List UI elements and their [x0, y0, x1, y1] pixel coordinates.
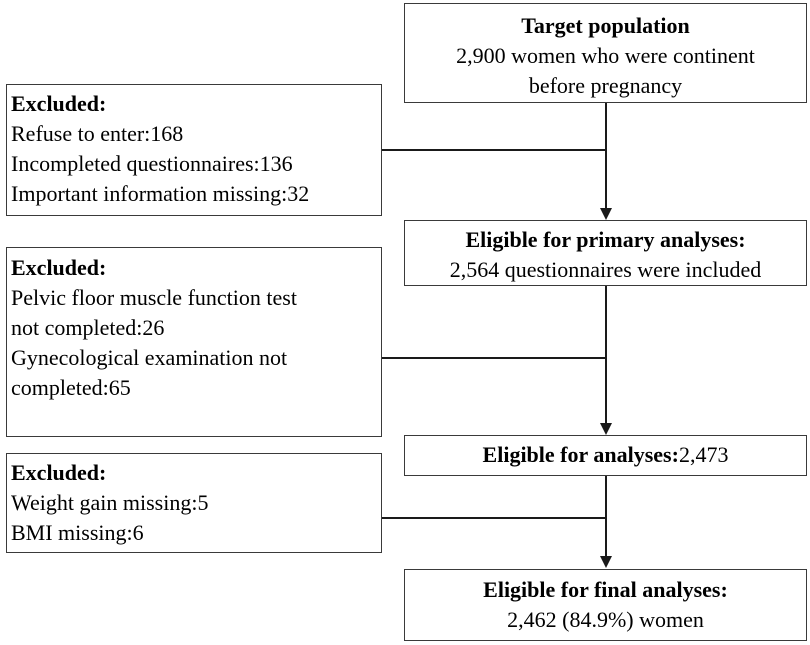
analyses-box: Eligible for analyses:2,473: [404, 435, 807, 476]
target-population-line-1: 2,900 women who were continent: [456, 43, 755, 68]
target-population-box: Target population 2,900 women who were c…: [404, 3, 807, 103]
primary-analyses-title: Eligible for primary analyses:: [465, 227, 746, 252]
target-population-line-2: before pregnancy: [528, 73, 683, 98]
exclusion-2-line-1: Pelvic floor muscle function test: [11, 285, 297, 310]
exclusion-box-1: Excluded: Refuse to enter:168 Incomplete…: [6, 84, 382, 216]
exclusion-3-title: Excluded:: [11, 460, 107, 485]
analyses-title: Eligible for analyses:: [482, 442, 679, 467]
exclusion-2-line-3: Gynecological examination not: [11, 345, 288, 370]
target-population-title: Target population: [521, 13, 690, 38]
exclusion-3-line-2: BMI missing:6: [11, 520, 144, 545]
final-analyses-title: Eligible for final analyses:: [483, 577, 728, 602]
analyses-value: 2,473: [678, 442, 729, 467]
exclusion-1-title: Excluded:: [11, 91, 107, 116]
final-analyses-box: Eligible for final analyses: 2,462 (84.9…: [404, 569, 807, 641]
exclusion-3-line-1: Weight gain missing:5: [11, 490, 209, 515]
exclusion-1-line-2: Incompleted questionnaires:136: [11, 151, 293, 176]
exclusion-2-line-2: not completed:26: [11, 315, 165, 340]
final-analyses-line-1: 2,462 (84.9%) women: [507, 607, 704, 632]
primary-analyses-box: Eligible for primary analyses: 2,564 que…: [404, 220, 807, 286]
exclusion-1-line-1: Refuse to enter:168: [11, 121, 184, 146]
analyses-line: Eligible for analyses:2,473: [405, 440, 806, 470]
exclusion-box-2: Excluded: Pelvic floor muscle function t…: [6, 247, 382, 437]
exclusion-1-line-3: Important information missing:32: [11, 181, 310, 206]
exclusion-2-title: Excluded:: [11, 255, 107, 280]
exclusion-box-3: Excluded: Weight gain missing:5 BMI miss…: [6, 453, 382, 553]
exclusion-2-line-4: completed:65: [11, 375, 131, 400]
primary-analyses-line-1: 2,564 questionnaires were included: [449, 257, 762, 282]
